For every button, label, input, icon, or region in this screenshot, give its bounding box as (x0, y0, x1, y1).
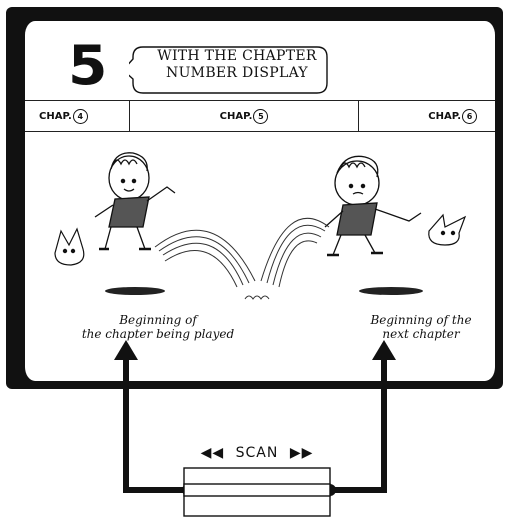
scan-forward-icon: ▶▶ (290, 445, 314, 461)
scan-label: SCAN (236, 445, 279, 461)
scan-button[interactable]: ◀◀ SCAN ▶▶ (183, 445, 331, 461)
right-arrowhead (372, 340, 396, 360)
left-arrowhead (114, 340, 138, 360)
scan-back-icon: ◀◀ (201, 445, 225, 461)
left-pointer-line (126, 358, 188, 490)
scan-control-panel (183, 456, 331, 517)
right-pointer-line (330, 358, 384, 490)
